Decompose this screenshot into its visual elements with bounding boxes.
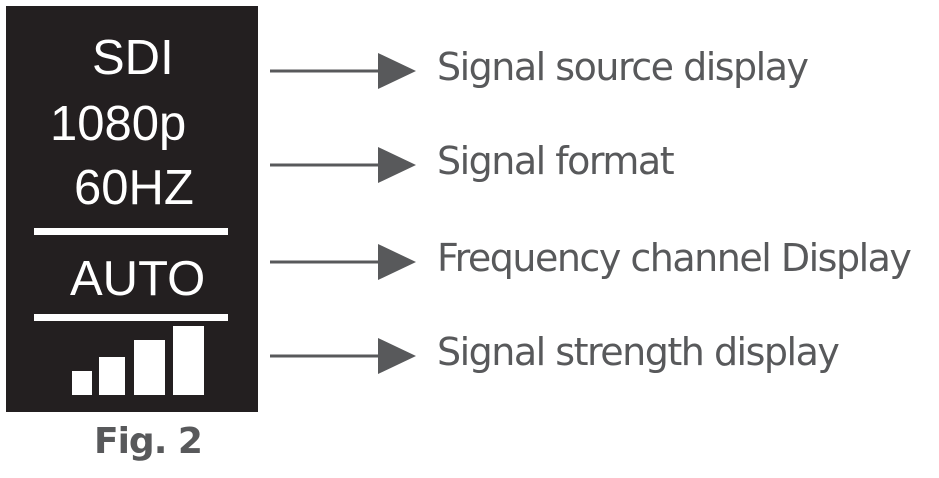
- channel-mode-value: AUTO: [70, 252, 206, 306]
- signal-strength-bar-1: [72, 371, 92, 395]
- frame-rate-value: 60HZ: [74, 161, 194, 215]
- pointer-arrow-icon: [270, 338, 416, 374]
- signal-strength-bar-2: [99, 357, 125, 395]
- display-divider: [34, 314, 228, 321]
- signal-format-label: Signal format: [437, 139, 675, 183]
- signal-strength-bar-3: [134, 340, 165, 395]
- signal-strength-bar-4: [173, 326, 204, 395]
- pointer-arrow-icon: [270, 53, 416, 89]
- device-display-panel: SDI 1080p 60HZ AUTO: [6, 6, 258, 412]
- resolution-value: 1080p: [50, 97, 187, 151]
- pointer-arrow-icon: [270, 147, 416, 183]
- signal-strength-label: Signal strength display: [437, 330, 840, 374]
- pointer-arrow-icon: [270, 244, 416, 280]
- signal-source-value: SDI: [92, 31, 174, 85]
- display-divider: [34, 228, 228, 235]
- frequency-channel-label: Frequency channel Display: [437, 236, 912, 280]
- figure-caption: Fig. 2: [94, 421, 203, 462]
- signal-source-label: Signal source display: [437, 45, 809, 89]
